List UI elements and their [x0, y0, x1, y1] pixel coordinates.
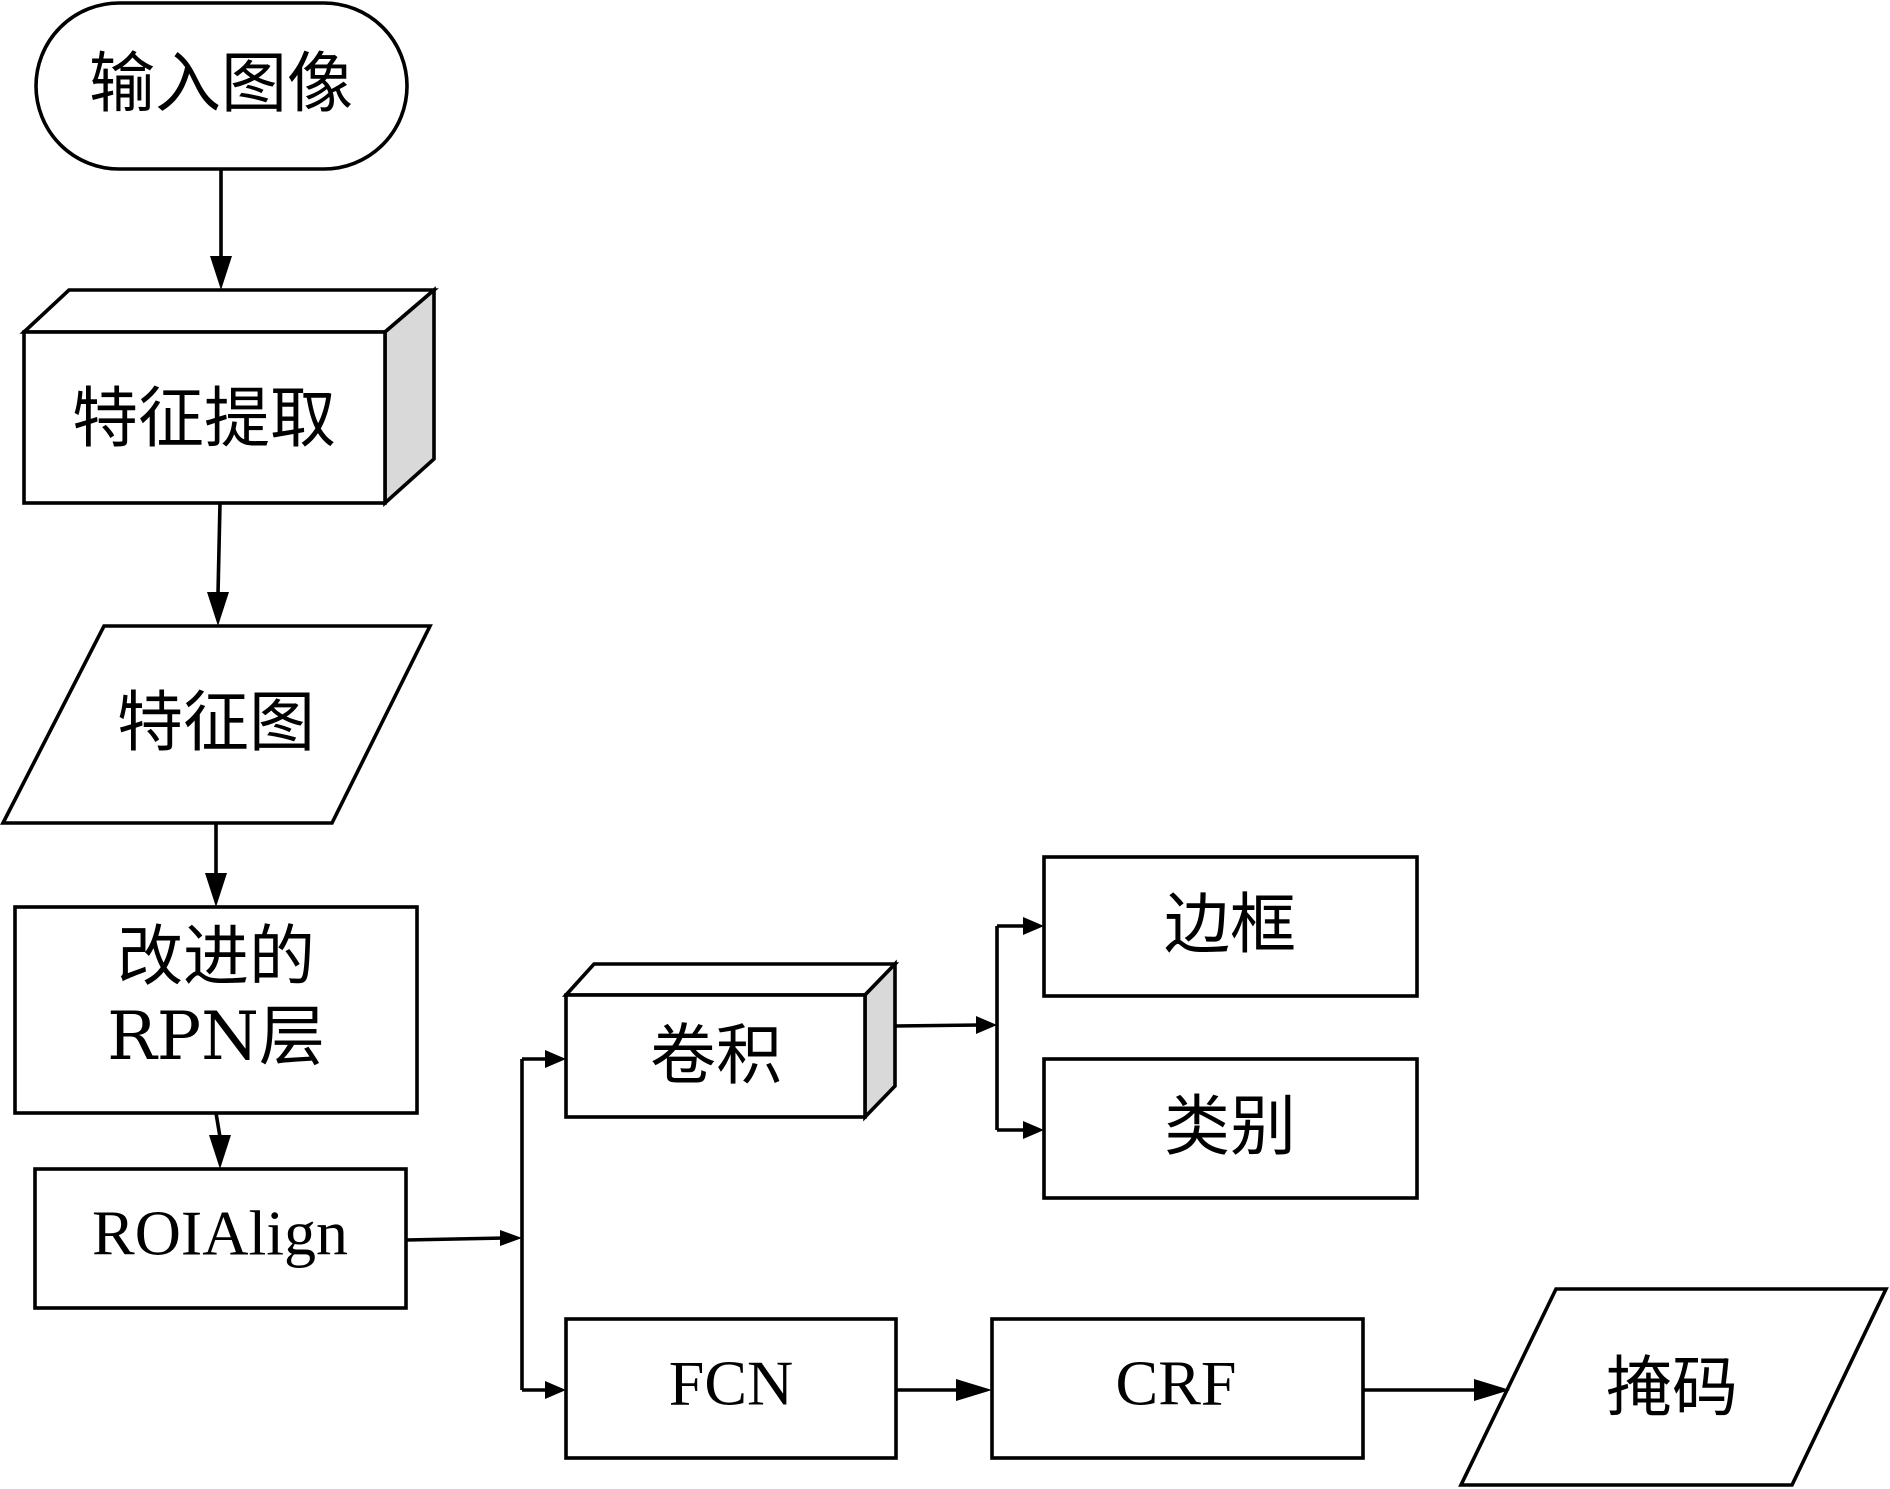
edge-line — [894, 1023, 981, 1028]
mask-shape — [1458, 1287, 1889, 1487]
edge-roialign-to-branch — [405, 1050, 566, 1399]
node-convolution: 卷积 — [561, 959, 900, 1122]
node-category: 类别 — [1042, 1057, 1419, 1200]
node-feature-extraction: 特征提取 — [19, 286, 439, 508]
arrowhead-icon — [545, 1050, 566, 1068]
node-feature-map: 特征图 — [0, 624, 433, 825]
roialign-label: ROIAlign — [92, 1198, 348, 1269]
arrowhead-icon — [210, 256, 232, 290]
edge-feature-extraction-to-feature-map — [207, 502, 229, 626]
feature-map-label: 特征图 — [117, 684, 315, 761]
node-input-image: 输入图像 — [34, 1, 409, 171]
node-bounding-box: 边框 — [1042, 855, 1419, 998]
arrowhead-icon — [500, 1230, 522, 1246]
arrowhead-icon — [207, 592, 229, 626]
crf-label: CRF — [1116, 1348, 1237, 1419]
mask-label: 掩码 — [1606, 1349, 1738, 1426]
input-image-label: 输入图像 — [89, 45, 353, 122]
category-shape — [1042, 1057, 1419, 1200]
edge-fcn-to-crf — [896, 1379, 992, 1401]
edge-line — [405, 1236, 506, 1242]
arrowhead-icon — [1474, 1379, 1510, 1401]
feature-extraction-front-face — [22, 330, 387, 505]
arrowhead-icon — [205, 873, 227, 907]
edge-line — [216, 502, 222, 595]
improved-rpn-label-line2: RPN层 — [107, 998, 325, 1075]
improved-rpn-label-line1: 改进的 — [117, 918, 315, 995]
arrowhead-icon — [1023, 917, 1044, 935]
arrowhead-icon — [209, 1135, 231, 1169]
category-label: 类别 — [1164, 1088, 1296, 1165]
edge-crf-to-mask — [1363, 1379, 1510, 1401]
arrowhead-icon — [976, 1016, 997, 1034]
edge-rpn-to-roialign — [209, 1112, 231, 1169]
bounding-box-label: 边框 — [1164, 886, 1296, 963]
node-improved-rpn: 改进的 RPN层 — [13, 905, 419, 1115]
roialign-shape — [33, 1167, 408, 1310]
arrowhead-icon — [1023, 1121, 1044, 1139]
edge-feature-map-to-rpn — [205, 823, 227, 907]
node-mask: 掩码 — [1458, 1287, 1889, 1487]
edge-line — [214, 1112, 222, 1138]
node-fcn: FCN — [564, 1317, 898, 1460]
node-roialign: ROIAlign — [33, 1167, 408, 1310]
arrowhead-icon — [956, 1379, 992, 1401]
bounding-box-shape — [1042, 855, 1419, 998]
feature-extraction-top-face — [19, 288, 439, 334]
fcn-label: FCN — [669, 1348, 794, 1419]
arrowhead-icon — [545, 1381, 566, 1399]
feature-map-shape — [0, 624, 433, 825]
convolution-label: 卷积 — [650, 1017, 782, 1094]
feature-extraction-label: 特征提取 — [72, 380, 336, 457]
edge-input-to-feature-extraction — [210, 169, 232, 290]
edge-convolution-to-outputs — [894, 917, 1044, 1139]
improved-rpn-shape — [13, 905, 419, 1115]
convolution-front-face — [564, 993, 867, 1119]
convolution-top-face — [561, 962, 900, 997]
node-crf: CRF — [990, 1317, 1365, 1460]
fcn-shape — [564, 1317, 898, 1460]
